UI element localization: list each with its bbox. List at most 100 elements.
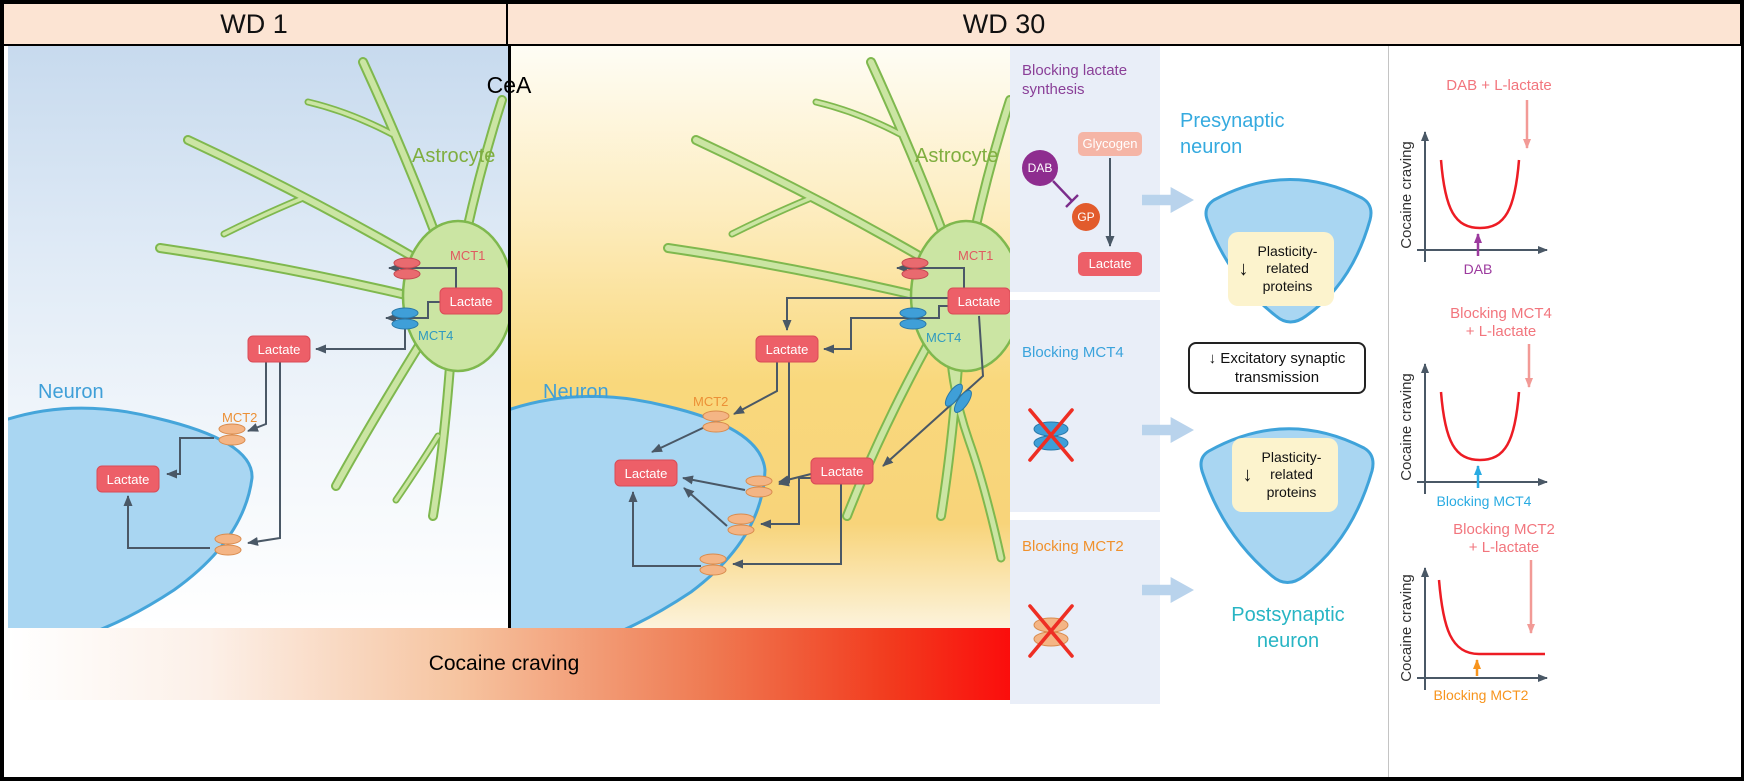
treatment-label: DAB + L-lactate (1446, 77, 1551, 94)
blocking-section-mct4: Blocking MCT4 (1010, 300, 1160, 512)
flow-arrow (682, 475, 746, 491)
mct4-transporter-icon (391, 307, 419, 330)
mct4-label: MCT4 (926, 330, 961, 345)
baseline-label: Blocking MCT4 (1437, 493, 1532, 509)
mct2-transporter-icon (745, 475, 773, 498)
y-axis-label: Cocaine craving (1399, 141, 1415, 249)
lactate-badge: Lactate (947, 287, 1011, 315)
cea-label: CeA (486, 72, 532, 98)
neuron-label: Neuron (543, 381, 609, 403)
postsynaptic-label: Postsynaptic neuron (1231, 604, 1345, 652)
craving-gradient-bar: Cocaine craving (8, 628, 1010, 700)
flow-arrow (778, 473, 812, 484)
gp-node: GP (1072, 203, 1100, 231)
neuron-shape (0, 406, 254, 649)
craving-curve (1439, 159, 1521, 230)
lactate-badge: Lactate (614, 459, 678, 487)
treatment-label: + L-lactate (1466, 323, 1536, 340)
transmission-box: ↓ Excitatory synaptic transmission (1188, 342, 1366, 394)
mct1-label: MCT1 (958, 248, 993, 263)
svg-text:Lactate: Lactate (821, 464, 864, 479)
flow-arrow (782, 297, 948, 331)
treatment-label: + L-lactate (1469, 539, 1539, 556)
lactate-badge: Lactate (810, 457, 874, 485)
plasticity-text: Plasticity-related proteins (1261, 448, 1322, 500)
inhibition-line (1052, 180, 1079, 208)
plasticity-text: Plasticity-related proteins (1257, 242, 1318, 294)
wd30-title: WD 30 (962, 9, 1046, 39)
header-band: WD 1 WD 30 (4, 4, 1740, 46)
flow-arrow (882, 315, 985, 467)
mct2-label: MCT2 (222, 410, 257, 425)
mct4-blocked-icon (1028, 408, 1074, 462)
blocking-title: Blocking lactate synthesis (1022, 62, 1128, 98)
flow-arrow (247, 362, 267, 432)
flow-arrow (732, 484, 842, 569)
svg-text:Lactate: Lactate (107, 472, 150, 487)
wd30-scene: Astrocyte Neuron (485, 57, 1023, 655)
mct1-transporter-icon (901, 257, 929, 280)
treatment-label: Blocking MCT2 (1453, 521, 1555, 538)
graphs-column: Cocaine craving DAB + L-lactate DAB Coca… (1388, 46, 1741, 777)
down-arrow: ↓ (1242, 463, 1253, 486)
flow-arrow (123, 495, 210, 549)
baseline-label: Blocking MCT2 (1434, 687, 1529, 703)
flow-arrow (651, 425, 708, 453)
flow-arrow (166, 437, 214, 479)
flow-arrow (778, 362, 790, 487)
neuron-label: Neuron (38, 381, 104, 403)
mct2-transporter-icon (702, 410, 730, 433)
wd1-title: WD 1 (220, 9, 288, 39)
lactate-badge: Lactate (96, 465, 160, 493)
svg-text:Lactate: Lactate (958, 294, 1001, 309)
flow-arrow (823, 305, 948, 354)
treatment-label: Blocking MCT4 (1450, 305, 1552, 322)
mct4-transporter-icon (899, 307, 927, 330)
red-x-icon (1028, 604, 1074, 658)
down-arrow: ↓ (1238, 257, 1249, 280)
lactate-node: Lactate (1078, 252, 1142, 276)
svg-text:Lactate: Lactate (766, 342, 809, 357)
y-axis-label: Cocaine craving (1399, 574, 1415, 682)
presynaptic-label: Presynaptic neuron (1180, 110, 1285, 158)
mct1-transporter-icon (393, 257, 421, 280)
wd-panel-divider (508, 46, 511, 628)
baseline-label: DAB (1464, 261, 1493, 277)
blocking-title: Blocking MCT2 (1022, 538, 1124, 555)
flow-arrow (315, 326, 406, 354)
mct2-transporter-icon (699, 553, 727, 576)
header-divider (506, 4, 508, 44)
astrocyte-label: Astrocyte (915, 145, 998, 167)
flow-arrow (760, 477, 811, 529)
blocking-title: Blocking MCT4 (1022, 344, 1124, 361)
lactate-badge: Lactate (247, 335, 311, 363)
figure-body: Astrocyte Neuron MCT1 (0, 46, 1741, 777)
mct4-label: MCT4 (418, 328, 453, 343)
craving-curve (1439, 391, 1521, 462)
lactate-badge: Lactate (439, 287, 503, 315)
graph-mct2: Cocaine craving Blocking MCT2 + L-lactat… (1399, 521, 1555, 703)
mct2-transporter-icon (214, 533, 242, 556)
flow-arrow (247, 362, 281, 546)
dab-node: DAB (1022, 150, 1058, 186)
mct2-label: MCT2 (693, 394, 728, 409)
mct4-transporter-icon (944, 383, 972, 413)
plasticity-box-post: ↓ Plasticity-related proteins (1232, 438, 1338, 512)
graph-dab: Cocaine craving DAB + L-lactate DAB (1399, 77, 1552, 277)
astrocyte-label: Astrocyte (412, 145, 495, 167)
graph-mct4: Cocaine craving Blocking MCT4 + L-lactat… (1399, 305, 1552, 509)
mct1-label: MCT1 (450, 248, 485, 263)
neuron-shape (485, 394, 767, 655)
craving-curve (1437, 579, 1545, 656)
red-x-icon (1028, 408, 1074, 462)
flow-arrow (628, 491, 701, 567)
svg-text:Lactate: Lactate (258, 342, 301, 357)
plasticity-box-pre: ↓ Plasticity-related proteins (1228, 232, 1334, 306)
wd1-panel: Astrocyte Neuron MCT1 (0, 46, 515, 649)
flow-arrow (683, 487, 728, 527)
glycogen-node: Glycogen (1078, 132, 1142, 156)
blocking-section-synthesis: Blocking lactate synthesis Glycogen DAB … (1010, 46, 1160, 292)
wd1-scene: Astrocyte Neuron MCT1 (0, 57, 515, 649)
svg-text:Lactate: Lactate (625, 466, 668, 481)
